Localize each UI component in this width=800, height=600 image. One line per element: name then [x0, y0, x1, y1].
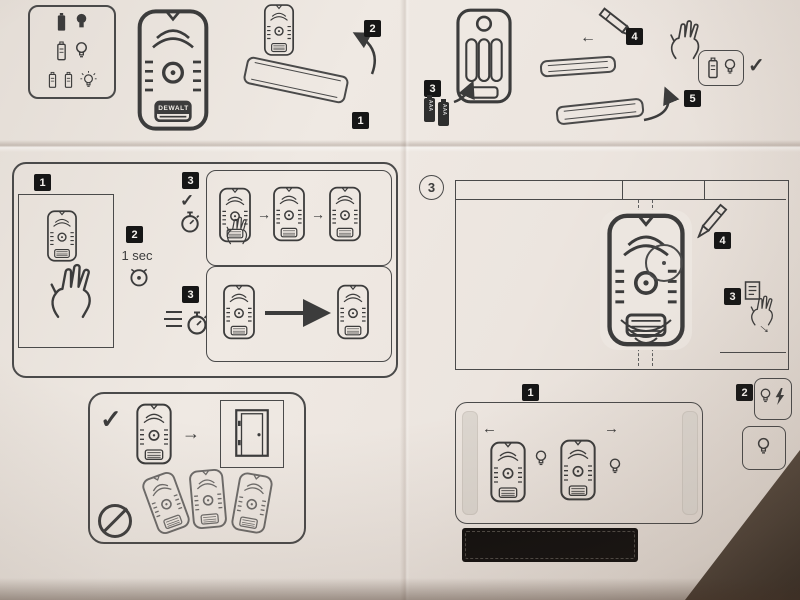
mark-spot-circle [645, 244, 683, 282]
arrow-right-icon: → [604, 420, 619, 437]
wall-strip [462, 411, 478, 515]
edge-find-panel: ← → [455, 402, 703, 524]
step-badge: 3 [724, 288, 741, 305]
hand-icon [226, 216, 248, 245]
battery-type-label: AAA [427, 100, 433, 112]
bulb-icon [76, 13, 86, 28]
arrow-right-icon: → [311, 206, 325, 222]
stitch-border [465, 531, 635, 559]
timer-icon [181, 211, 200, 233]
duration-label: 1 sec [121, 248, 153, 263]
step-badge: 2 [364, 20, 381, 37]
hand-press-figure [18, 194, 114, 348]
step-badge: 4 [714, 232, 731, 249]
bulb-icon [609, 458, 621, 474]
arrow-left-icon: ← [580, 29, 596, 46]
legend-row [30, 7, 114, 36]
brand-label: DEWALT [156, 103, 191, 114]
arrow-right-icon: → [257, 206, 271, 222]
stud-finder-front [188, 468, 228, 530]
lightning-icon [775, 388, 785, 405]
bulb-icon [75, 42, 87, 58]
arrow-right-icon: → [182, 423, 200, 443]
legend-row [30, 36, 114, 65]
battery-icon [708, 57, 718, 79]
step-badge: 1 [522, 384, 539, 401]
stud-finder-front [560, 439, 596, 501]
stud-finder-front [136, 403, 172, 465]
speed-timer-icon [164, 311, 208, 335]
battery-type-label: AAA [441, 104, 447, 116]
fast-scan-figure [206, 266, 392, 362]
slow-scan-figure: → → [206, 170, 392, 266]
step-badge: 4 [626, 28, 643, 45]
led-box [742, 426, 786, 470]
bulb-rays-icon [80, 71, 97, 89]
usage-panel [88, 392, 306, 544]
section-number: 3 [419, 175, 444, 200]
bulb-icon [757, 437, 770, 454]
stud-finder-front [47, 210, 77, 262]
check-icon: ✓ [748, 55, 765, 77]
long-arrow-right [265, 299, 331, 327]
check-icon: ✓ [180, 191, 195, 210]
arrow-left-icon: ← [482, 420, 497, 437]
door-figure [220, 400, 284, 468]
hand-icon [50, 263, 91, 319]
step-badge: 1 [352, 112, 369, 129]
step-badge: 2 [126, 226, 143, 243]
step-badge: 3 [182, 286, 199, 303]
step-badge: 3 [424, 80, 441, 97]
stud-edge-line [622, 181, 623, 199]
stud-edge-line [704, 181, 705, 199]
step-badge: 5 [684, 90, 701, 107]
hand-icon [670, 20, 700, 60]
legend-row [30, 65, 114, 94]
step-badge: 2 [736, 384, 753, 401]
bulb-icon [535, 450, 547, 466]
arrow-insert-batteries [453, 80, 475, 104]
wall-strip [682, 411, 698, 515]
calibration-panel [12, 162, 398, 378]
scan-signal-arcs [620, 319, 672, 344]
aaa-battery-icon: AAA [424, 95, 435, 122]
stud-finder-front [337, 284, 369, 340]
wall-top-line [456, 199, 786, 200]
legend-box [28, 5, 116, 99]
stud-finder-front [329, 186, 361, 242]
step-badge: 3 [182, 172, 199, 189]
battery-icon [48, 71, 56, 88]
step-badge: 1 [34, 174, 51, 191]
stud-finder-front [273, 186, 305, 242]
curved-arrow-fold [643, 86, 680, 122]
redacted-label [462, 528, 638, 562]
stud-finder-upright [263, 4, 295, 56]
door-frame-icon [235, 409, 269, 457]
stud-finder-front [490, 441, 526, 503]
curved-arrow-close [352, 32, 376, 75]
result-box [698, 50, 744, 86]
aaa-battery-icon: AAA [438, 99, 449, 126]
check-icon: ✓ [100, 404, 122, 434]
bulb-icon [724, 58, 736, 74]
press-button-icon [130, 268, 148, 287]
battery-icon [56, 40, 66, 60]
wall-figure [455, 180, 789, 370]
led-flash-box [754, 378, 792, 420]
stud-finder-front [137, 9, 209, 131]
wall-bottom-line [720, 352, 786, 353]
battery-icon [64, 71, 72, 88]
bulb-icon [760, 388, 771, 403]
stud-finder-front [223, 284, 255, 340]
no-entry-icon [98, 504, 132, 538]
battery-icon [57, 12, 65, 31]
